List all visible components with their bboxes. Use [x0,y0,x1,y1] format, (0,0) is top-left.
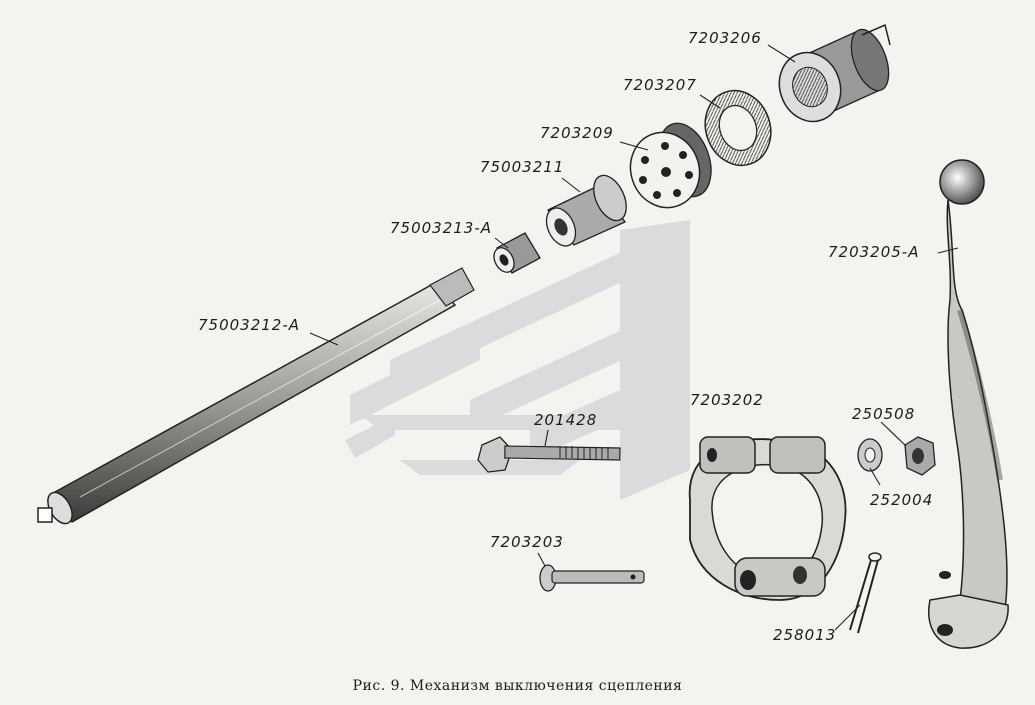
small-bushing-drawing [493,232,541,274]
label-258013: 258013 [773,626,837,644]
label-7203209: 7203209 [540,124,614,142]
fork-clamp-drawing [688,436,847,601]
nut-drawing [904,436,936,476]
bearing-disc-drawing [629,122,712,209]
cotter-pin-drawing [849,552,882,634]
label-75003213-a: 75003213-A [390,219,493,237]
pin-drawing [539,564,645,592]
label-7203207: 7203207 [623,76,697,94]
label-252004: 252004 [870,491,934,509]
label-7203202: 7203202 [690,391,764,409]
clutch-release-sleeve-drawing [778,23,891,123]
label-201428: 201428 [534,411,598,429]
watermark-logo [345,220,690,500]
label-75003212-a: 75003212-A [198,316,301,334]
release-shaft-drawing [37,267,475,525]
label-7203206: 7203206 [688,29,762,47]
figure-caption: Рис. 9. Механизм выключения сцепления [352,678,683,694]
clutch-pedal-drawing [928,159,1009,649]
label-75003211: 75003211 [480,158,565,176]
label-250508: 250508 [852,405,916,423]
graphite-ring-drawing [704,89,772,167]
shaft-bushing-drawing [545,174,627,247]
bolt-drawing [477,436,621,473]
leader-lines [309,44,959,631]
washer-drawing [857,438,883,472]
label-7203203: 7203203 [490,533,564,551]
label-7203205-a: 7203205-A [828,243,920,261]
